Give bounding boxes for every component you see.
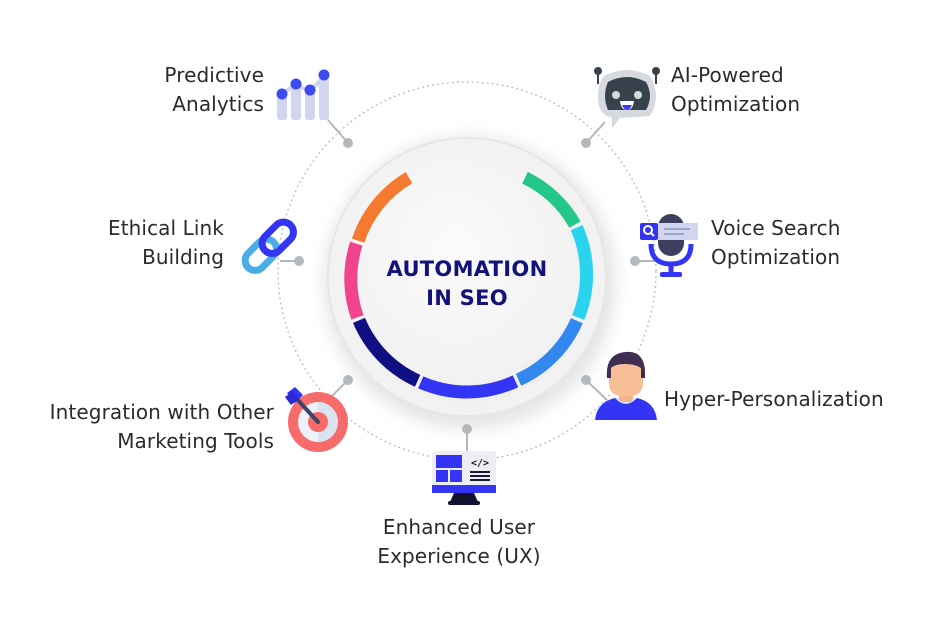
center-title-line-2: IN SEO: [426, 286, 508, 310]
item-enhanced-user-experience: Enhanced User Experience (UX): [357, 513, 561, 571]
ring-segment-sky-blue: [515, 317, 583, 386]
item-ethical-link-building: Ethical Link Building: [70, 214, 224, 272]
item-label-line-1: Voice Search: [711, 216, 841, 240]
item-ai-powered-optimization: AI-Powered Optimization: [671, 61, 800, 119]
item-label-line-2: Experience (UX): [377, 544, 541, 568]
connectors: [280, 119, 655, 452]
progress-ring: [344, 171, 594, 399]
item-label-line-1: Enhanced User: [382, 515, 536, 539]
svg-text:</>: </>: [471, 458, 489, 469]
center-title-line-1: AUTOMATION: [386, 257, 548, 281]
item-label-line-2: Optimization: [711, 245, 841, 269]
microphone-search-icon: [640, 214, 698, 277]
monitor-code-icon: </>: [432, 451, 496, 505]
ring-segment-navy: [353, 317, 421, 387]
item-label-line-1: AI-Powered: [671, 63, 784, 87]
ring-segment-pink: [344, 241, 364, 320]
user-avatar-icon: [595, 351, 657, 420]
inner-disc: [341, 151, 593, 403]
target-dart-icon: [285, 387, 348, 452]
ring-segment-cyan: [570, 224, 594, 320]
ring-segment-blue: [418, 375, 519, 399]
item-label-line-1: Predictive: [164, 63, 264, 87]
item-voice-search-optimization: Voice Search Optimization: [711, 214, 841, 272]
ring-segment-green: [522, 171, 581, 228]
item-predictive-analytics: Predictive Analytics: [110, 61, 264, 119]
item-label-line-2: Building: [142, 245, 224, 269]
item-label-line-1: Integration with Other: [49, 400, 274, 424]
item-integration-marketing-tools: Integration with Other Marketing Tools: [8, 398, 274, 456]
robot-chat-icon: [594, 67, 660, 128]
item-label-line-2: Optimization: [671, 92, 801, 116]
bar-chart-icon: [276, 69, 330, 120]
center-title: AUTOMATION IN SEO: [367, 255, 567, 313]
chain-link-icon: [241, 218, 297, 274]
item-hyper-personalization: Hyper-Personalization: [664, 385, 884, 414]
item-label-line-2: Analytics: [172, 92, 264, 116]
item-label-line-1: Ethical Link: [107, 216, 224, 240]
item-label-line-2: Marketing Tools: [117, 429, 274, 453]
ring-segment-orange: [351, 172, 413, 243]
item-label-line-1: Hyper-Personalization: [664, 387, 884, 411]
